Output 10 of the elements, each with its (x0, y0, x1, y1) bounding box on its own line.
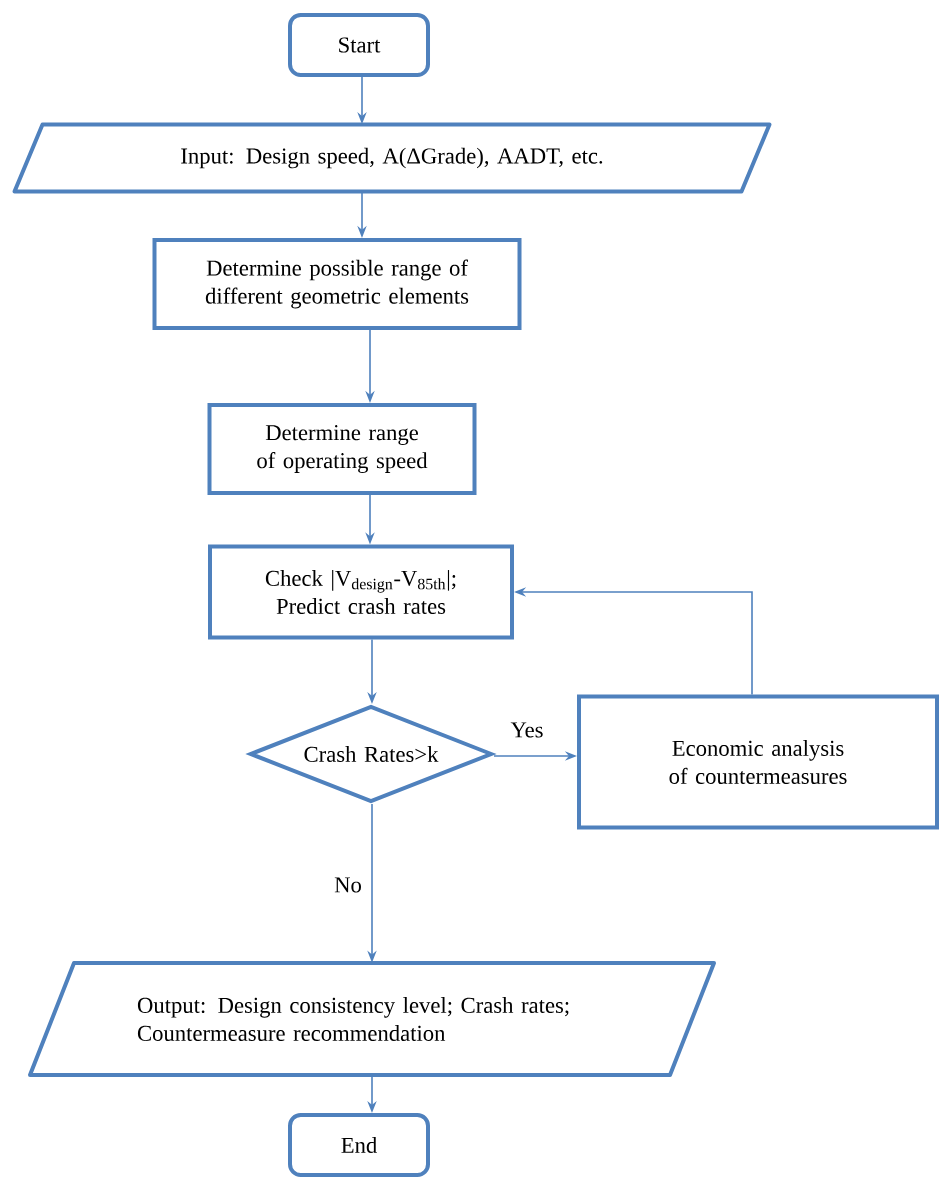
process-box: Check |V$_{design}$-V$_{85th}$|; Predict crash rates (208, 544, 514, 640)
edge-label: Yes (509, 721, 545, 739)
process-box: Determine range of operating speed (207, 403, 477, 495)
terminal-box: End (288, 1113, 430, 1177)
process-box: Economic analysis of countermeasures (577, 694, 939, 830)
io-parallelogram: Input: Design speed, A(ΔGrade), AADT, etc. (12, 122, 772, 194)
terminal-box: Start (288, 13, 430, 77)
edge-label: No (332, 876, 364, 894)
io-parallelogram: Output: Design consistency level; Crash rates; Countermeasure recommendation (28, 961, 716, 1077)
process-box: Determine possible range of different geometric elements (152, 238, 522, 330)
